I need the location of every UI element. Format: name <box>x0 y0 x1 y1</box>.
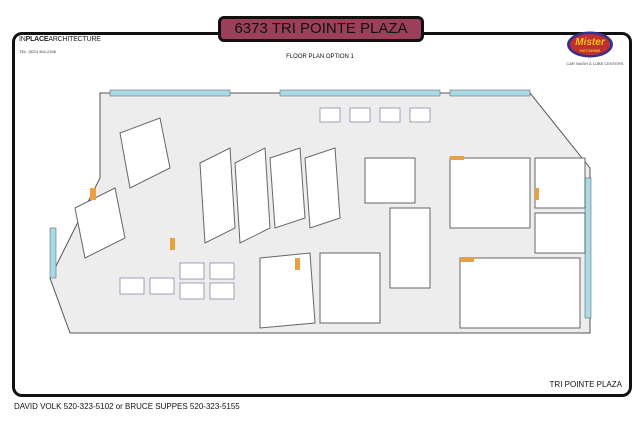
offices <box>74 117 586 329</box>
plan-subtitle: FLOOR PLAN OPTION 1 <box>286 54 354 60</box>
architect-tel: TEL: (520) 404-2166 <box>19 49 56 54</box>
contact-line: DAVID VOLK 520-323-5102 or BRUCE SUPPES … <box>14 402 240 411</box>
doors <box>90 156 539 270</box>
building-name-label: TRI POINTE PLAZA <box>549 380 622 389</box>
architect-name-bold: PLACE <box>25 36 49 43</box>
page-title: 6373 TRI POINTE PLAZA <box>218 16 424 42</box>
architect-name-prefix: IN <box>19 36 26 43</box>
logo-inner-ellipse <box>570 34 610 55</box>
client-logo: Mister HOTSHINE <box>567 31 613 58</box>
windows <box>49 89 592 319</box>
client-tagline: CAR WASH & LUBE CENTERS <box>566 61 624 66</box>
architect-name-suffix: ARCHITECTURE <box>48 36 101 43</box>
workstations <box>119 107 431 300</box>
logo-line1: Mister <box>575 37 606 48</box>
logo-line2: HOTSHINE <box>580 48 601 53</box>
architect-logo: INPLACEARCHITECTURE <box>19 36 101 43</box>
floor-plan-drawing <box>49 89 592 334</box>
